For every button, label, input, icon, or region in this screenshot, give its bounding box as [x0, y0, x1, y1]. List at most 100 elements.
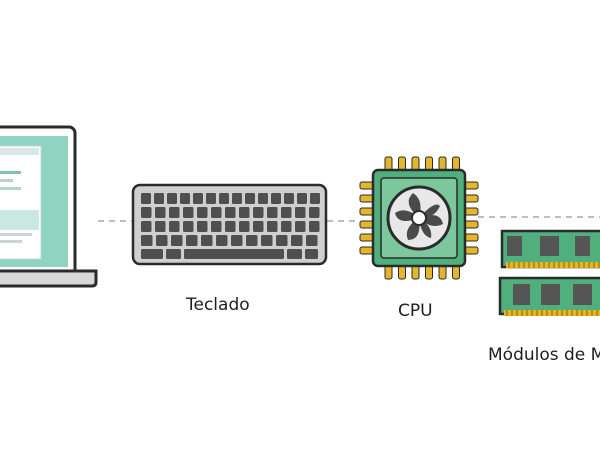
ram-contact: [593, 262, 595, 268]
ram-contact: [546, 310, 548, 316]
key: [246, 235, 258, 246]
connector-lines: [98, 216, 600, 222]
ram-contact: [541, 310, 543, 316]
ram-contact: [531, 310, 533, 316]
key: [141, 235, 153, 246]
ram-contact: [583, 262, 585, 268]
ram-module-top: [500, 229, 600, 269]
ram-contact: [528, 262, 530, 268]
ram-contact: [578, 262, 580, 268]
key: [141, 221, 152, 232]
key: [239, 221, 250, 232]
key: [169, 221, 180, 232]
key: [271, 193, 281, 204]
ram-contact: [563, 262, 565, 268]
key: [232, 193, 242, 204]
cpu-chip-icon: [359, 156, 479, 280]
key: [141, 193, 151, 204]
key: [225, 207, 236, 218]
key: [245, 193, 255, 204]
cpu-label: CPU: [398, 301, 433, 321]
key: [206, 193, 216, 204]
keyboard-icon: [131, 183, 328, 266]
key: [297, 193, 307, 204]
ram-contact: [553, 262, 555, 268]
key: [231, 235, 243, 246]
ram-contact: [561, 310, 563, 316]
ram-contact: [576, 310, 578, 316]
key: [156, 235, 168, 246]
key: [171, 235, 183, 246]
ram-contact: [581, 310, 583, 316]
key: [253, 221, 264, 232]
key: [186, 235, 198, 246]
key: [291, 235, 303, 246]
key: [309, 221, 320, 232]
ram-contact: [586, 310, 588, 316]
ram-top-contacts: [508, 262, 600, 268]
ram-label: Módulos de M: [488, 345, 600, 365]
key: [287, 249, 302, 259]
ram-contact: [543, 262, 545, 268]
key: [211, 221, 222, 232]
key: [167, 193, 177, 204]
ram-contact: [591, 310, 593, 316]
ram-bottom-contacts: [506, 310, 598, 316]
key: [295, 221, 306, 232]
key: [141, 249, 163, 259]
keyboard-keys: [141, 193, 320, 259]
key: [239, 207, 250, 218]
key: [281, 221, 292, 232]
key: [154, 193, 164, 204]
key: [276, 235, 288, 246]
key: [253, 207, 264, 218]
key: [141, 207, 152, 218]
ram-module-bottom: [498, 276, 600, 316]
key: [261, 235, 273, 246]
key: [155, 207, 166, 218]
ram-contact: [548, 262, 550, 268]
laptop-icon: [0, 125, 98, 288]
key: [225, 221, 236, 232]
ram-contact: [506, 310, 508, 316]
ram-contact: [551, 310, 553, 316]
key: [267, 221, 278, 232]
key: [305, 249, 318, 259]
key: [180, 193, 190, 204]
ram-contact: [598, 262, 600, 268]
ram-contact: [533, 262, 535, 268]
key: [166, 249, 181, 259]
key: [183, 221, 194, 232]
ram-contact: [566, 310, 568, 316]
ram-contact: [511, 310, 513, 316]
key: [169, 207, 180, 218]
key: [267, 207, 278, 218]
key: [201, 235, 213, 246]
key: [197, 221, 208, 232]
ram-contact: [513, 262, 515, 268]
ram-contact: [558, 262, 560, 268]
ram-contact: [538, 262, 540, 268]
ram-module-icon: [498, 229, 600, 316]
ram-contact: [523, 262, 525, 268]
ram-contact: [536, 310, 538, 316]
ram-contact: [588, 262, 590, 268]
key: [258, 193, 268, 204]
key: [306, 235, 318, 246]
key: [219, 193, 229, 204]
key: [216, 235, 228, 246]
ram-contact: [556, 310, 558, 316]
ram-contact: [526, 310, 528, 316]
ram-contact: [573, 262, 575, 268]
key: [309, 207, 320, 218]
ram-contact: [516, 310, 518, 316]
ram-contact: [568, 262, 570, 268]
key: [193, 193, 203, 204]
ram-contact: [508, 262, 510, 268]
key: [295, 207, 306, 218]
key: [281, 207, 292, 218]
ram-contact: [521, 310, 523, 316]
key: [155, 221, 166, 232]
